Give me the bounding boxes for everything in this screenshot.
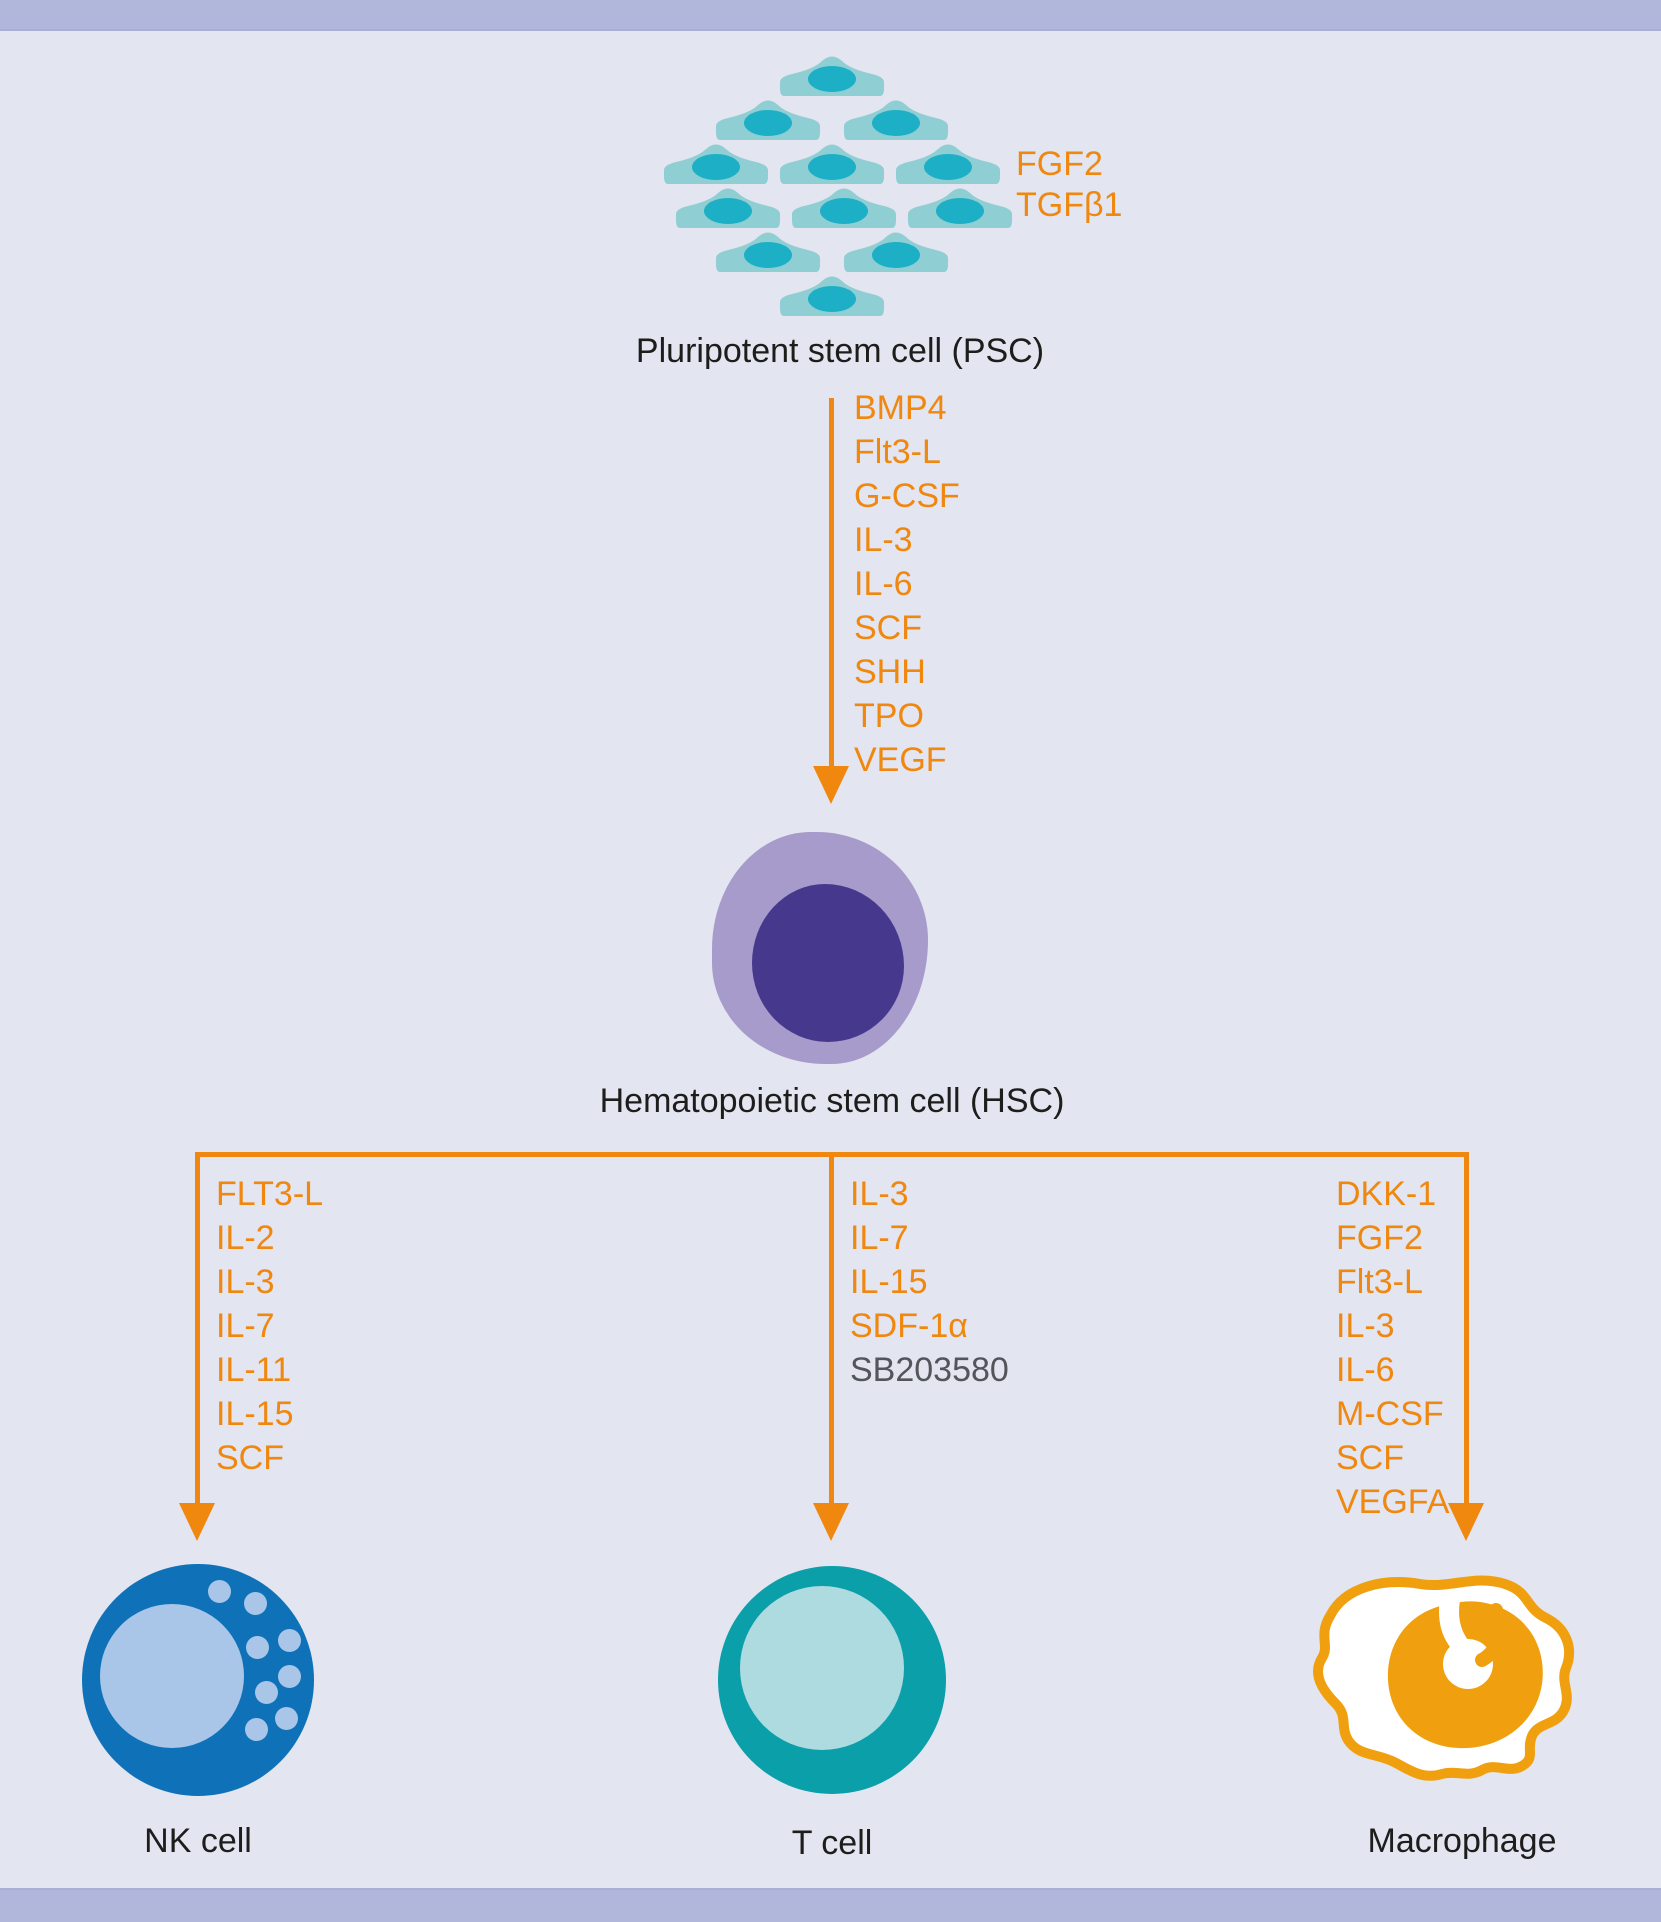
factor-item: SCF [216, 1439, 284, 1477]
factor-item: IL-3 [854, 521, 913, 559]
t-branch-arrow-line [829, 1152, 834, 1505]
nk-factor-list: FLT3-L IL-2 IL-3 IL-7 IL-11 IL-15 SCF [216, 1172, 323, 1480]
t-factor-list: IL-3 IL-7 IL-15 SDF-1α SB203580 [850, 1172, 1009, 1392]
t-cell-nucleus-icon [740, 1586, 904, 1750]
macrophage-branch-arrow-head [1448, 1503, 1484, 1541]
factor-item: IL-11 [216, 1351, 291, 1389]
factor-item: FLT3-L [216, 1175, 324, 1213]
factor-item: Flt3-L [854, 433, 941, 471]
factor-item: FGF2 [1336, 1219, 1423, 1257]
factor-item: IL-6 [1336, 1351, 1395, 1389]
macrophage-factor-list: DKK-1 FGF2 Flt3-L IL-3 IL-6 M-CSF SCF VE… [1336, 1172, 1449, 1524]
factor-item: TGFβ1 [1016, 186, 1123, 224]
psc-to-hsc-arrow-line [829, 398, 834, 768]
nk-granule-icon [278, 1629, 301, 1652]
factor-item: SCF [1336, 1439, 1404, 1477]
nk-granule-icon [244, 1592, 267, 1615]
factor-item: IL-7 [216, 1307, 275, 1345]
factor-item: M-CSF [1336, 1395, 1444, 1433]
psc-to-hsc-factor-list: BMP4 Flt3-L G-CSF IL-3 IL-6 SCF SHH TPO … [854, 386, 960, 782]
t-branch-arrow-head [813, 1503, 849, 1541]
macrophage-icon [1313, 1575, 1575, 1781]
nk-granule-icon [278, 1665, 301, 1688]
factor-item: FGF2 [1016, 145, 1103, 183]
factor-item: IL-15 [216, 1395, 294, 1433]
nk-branch-arrow-line [195, 1152, 200, 1505]
t-cell-label: T cell [791, 1824, 873, 1862]
factor-item: SDF-1α [850, 1307, 968, 1345]
macrophage-branch-arrow-line [1464, 1152, 1469, 1505]
factor-item: VEGF [854, 741, 947, 779]
psc-to-hsc-arrow-head [813, 766, 849, 804]
factor-item: IL-3 [1336, 1307, 1395, 1345]
factor-item: DKK-1 [1336, 1175, 1437, 1213]
inhibitor-item: SB203580 [850, 1351, 1009, 1389]
factor-item: IL-3 [850, 1175, 909, 1213]
factor-item: IL-3 [216, 1263, 275, 1301]
psc-label: Pluripotent stem cell (PSC) [635, 332, 1045, 370]
nk-granule-icon [275, 1707, 298, 1730]
hsc-nucleus-icon [752, 884, 904, 1042]
factor-item: IL-6 [854, 565, 913, 603]
factor-item: IL-7 [850, 1219, 909, 1257]
factor-item: BMP4 [854, 389, 947, 427]
factor-item: IL-15 [850, 1263, 928, 1301]
nk-granule-icon [255, 1681, 278, 1704]
factor-item: SHH [854, 653, 926, 691]
nk-granule-icon [246, 1636, 269, 1659]
psc-cell-cluster-icon [664, 56, 1012, 316]
bottom-border-band [0, 1888, 1661, 1922]
factor-item: IL-2 [216, 1219, 275, 1257]
nk-cell-label: NK cell [144, 1822, 252, 1860]
nk-granule-icon [208, 1580, 231, 1603]
factor-item: G-CSF [854, 477, 960, 515]
nk-granule-icon [245, 1718, 268, 1741]
top-border-band [0, 0, 1661, 31]
factor-item: SCF [854, 609, 922, 647]
macrophage-label: Macrophage [1367, 1822, 1557, 1860]
factor-item: VEGFA [1336, 1483, 1450, 1521]
factor-item: TPO [854, 697, 924, 735]
nk-branch-arrow-head [179, 1503, 215, 1541]
psc-side-factor-list: FGF2 TGFβ1 [1016, 144, 1122, 226]
factor-item: Flt3-L [1336, 1263, 1423, 1301]
nk-nucleus-icon [100, 1604, 244, 1748]
hsc-label: Hematopoietic stem cell (HSC) [599, 1082, 1065, 1120]
